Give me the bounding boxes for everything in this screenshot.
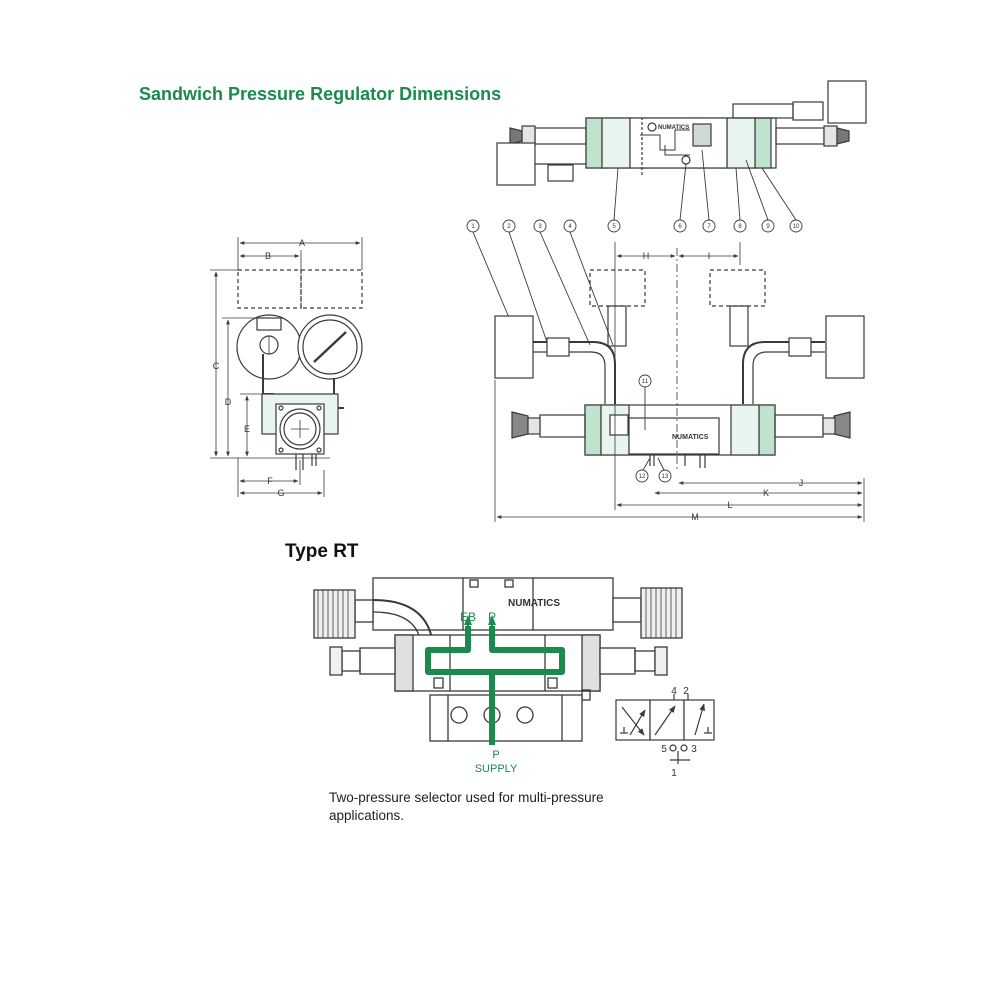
gauge-outline-dashed [589, 269, 646, 307]
top-view-callout-leaders [472, 149, 797, 346]
exhaust-port-label: EB [460, 610, 476, 624]
dimension-label-h: H [643, 251, 650, 261]
dimension-label-m: M [691, 512, 699, 522]
callout-6: 6 [678, 224, 682, 230]
knob-left [313, 589, 356, 639]
dimension-label-k: K [763, 488, 769, 498]
section-title: Type RT [285, 541, 359, 562]
knob-right [640, 587, 683, 639]
end-section-right [754, 117, 772, 169]
gauge-outline-dashed [300, 269, 363, 309]
dimension-label-i: I [708, 251, 711, 261]
valve-schematic-symbol [615, 694, 715, 764]
port-numbers: 4 2 5 3 1 [661, 686, 697, 779]
callout-9: 9 [766, 224, 770, 230]
port-number-2: 2 [683, 686, 689, 697]
port-number-4: 4 [671, 686, 677, 697]
dimension-label-e: E [244, 424, 250, 434]
brand-label-top: NUMATICS [658, 125, 689, 131]
supply-port-label: P [492, 749, 499, 761]
flow-path [425, 626, 565, 745]
port-number-3: 3 [691, 744, 697, 755]
page-title: Sandwich Pressure Regulator Dimensions [139, 84, 502, 104]
callout-3: 3 [538, 224, 542, 230]
callout-numbers: 1 2 3 4 5 6 7 8 9 10 11 12 13 [471, 224, 800, 480]
dimension-label-g: G [277, 488, 284, 498]
dimension-label-d: D [225, 397, 232, 407]
gauge-left [494, 315, 534, 379]
front-view-dimensions [494, 242, 865, 522]
port-number-5: 5 [661, 744, 667, 755]
supply-label: SUPPLY [475, 763, 518, 775]
pressure-port-label: P [488, 610, 496, 624]
figure-caption: Two-pressure selector used for multi-pre… [329, 790, 604, 823]
dimension-label-l: L [727, 500, 732, 510]
callout-1: 1 [471, 224, 475, 230]
dimension-label-f: F [267, 476, 273, 486]
dimension-label-a: A [299, 238, 305, 248]
gauge-outline-dashed [709, 269, 766, 307]
brand-label-front: NUMATICS [672, 434, 709, 441]
side-view-drawing [236, 269, 363, 470]
callout-10: 10 [793, 224, 800, 230]
callout-4: 4 [568, 224, 572, 230]
callout-11: 11 [642, 379, 649, 385]
brand-label-rt: NUMATICS [508, 598, 560, 609]
dimension-label-b: B [265, 251, 271, 261]
type-rt-illustration [313, 577, 683, 742]
callout-markers [466, 219, 803, 483]
callout-12: 12 [639, 474, 646, 480]
front-view-drawing [494, 248, 865, 471]
callout-8: 8 [738, 224, 742, 230]
port-number-1: 1 [671, 768, 677, 779]
port-icon [516, 706, 534, 724]
gauge-outline-dashed [237, 269, 302, 309]
callout-5: 5 [612, 224, 616, 230]
dimension-label-c: C [213, 361, 220, 371]
side-view-dimensions [210, 237, 363, 497]
gauge-right [825, 315, 865, 379]
subbase [429, 694, 583, 742]
callout-2: 2 [507, 224, 511, 230]
pin-icon [647, 122, 657, 132]
port-icon [450, 706, 468, 724]
dimension-label-j: J [799, 478, 804, 488]
callout-13: 13 [662, 474, 669, 480]
top-view-drawing [496, 80, 867, 186]
end-section-left [585, 117, 603, 169]
dimension-labels: A B C D E F G H I J K L M [213, 238, 804, 522]
gauge-needle [313, 331, 347, 363]
callout-7: 7 [707, 224, 711, 230]
